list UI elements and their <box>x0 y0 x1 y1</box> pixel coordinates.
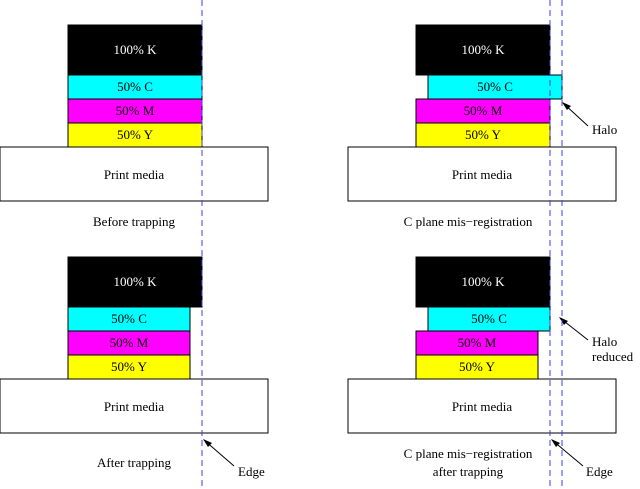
c-layer-label: 50% C <box>111 311 147 326</box>
y-layer <box>415 354 539 380</box>
edge-callout: Edge <box>238 464 265 479</box>
print-media <box>347 146 617 202</box>
c-layer <box>67 74 203 100</box>
k-layer-label: 100% K <box>462 42 506 57</box>
c-layer-label: 50% C <box>477 79 513 94</box>
print-media-label: Print media <box>452 167 513 182</box>
m-layer <box>67 330 191 356</box>
k-layer <box>67 24 203 76</box>
y-layer-label: 50% Y <box>465 127 502 142</box>
panel-before-trapping: 100% K 50% C 50% M 50% Y Print media Bef… <box>0 24 269 229</box>
panel-caption-line2: after trapping <box>433 464 504 479</box>
y-layer-label: 50% Y <box>459 359 496 374</box>
print-media-label: Print media <box>452 399 513 414</box>
k-layer-label: 100% K <box>462 274 506 289</box>
m-layer-label: 50% M <box>458 335 497 350</box>
y-layer <box>67 354 191 380</box>
print-media-label: Print media <box>104 399 165 414</box>
panel-c-misregistration-after-trapping: 100% K 50% C 50% M 50% Y Print media Hal… <box>347 256 634 479</box>
halo-callout: Halo <box>592 122 617 137</box>
panel-caption: After trapping <box>97 455 172 470</box>
print-media <box>0 146 269 202</box>
print-media <box>347 378 617 434</box>
halo-reduced-callout-line2: reduced <box>592 349 634 364</box>
halo-reduced-arrowhead <box>559 317 568 325</box>
print-media-label: Print media <box>104 167 165 182</box>
print-media <box>0 378 269 434</box>
k-layer <box>67 256 203 308</box>
c-layer-label: 50% C <box>117 79 153 94</box>
m-layer-label: 50% M <box>464 103 503 118</box>
halo-arrowhead <box>562 102 571 110</box>
k-layer <box>415 24 551 76</box>
c-layer <box>427 74 563 100</box>
m-layer <box>415 330 539 356</box>
panel-caption: C plane mis−registration <box>404 214 533 229</box>
y-layer-label: 50% Y <box>117 127 154 142</box>
m-layer-label: 50% M <box>116 103 155 118</box>
panel-c-misregistration: 100% K 50% C 50% M 50% Y Print media Hal… <box>347 24 617 229</box>
c-layer-label: 50% C <box>471 311 507 326</box>
halo-reduced-callout-line1: Halo <box>592 334 617 349</box>
panel-caption-line1: C plane mis−registration <box>404 446 533 461</box>
edge-arrowhead <box>203 439 212 447</box>
k-layer-label: 100% K <box>114 274 158 289</box>
panel-after-trapping: 100% K 50% C 50% M 50% Y Print media Edg… <box>0 256 269 479</box>
edge-callout: Edge <box>586 464 613 479</box>
edge-arrowhead <box>551 439 560 447</box>
m-layer-label: 50% M <box>110 335 149 350</box>
k-layer-label: 100% K <box>114 42 158 57</box>
panel-caption: Before trapping <box>93 214 175 229</box>
y-layer-label: 50% Y <box>111 359 148 374</box>
